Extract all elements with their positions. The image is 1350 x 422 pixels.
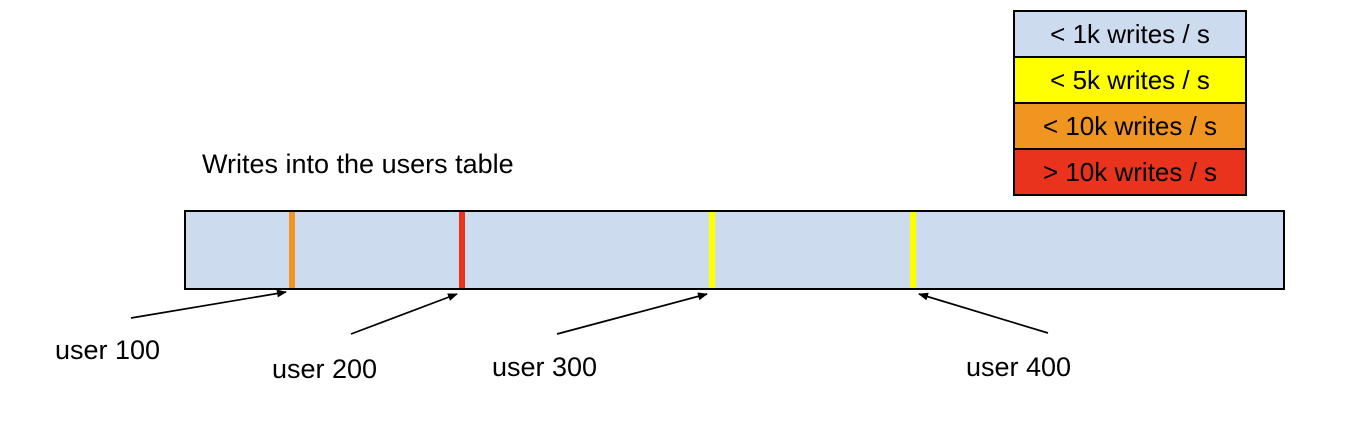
- user-200-marker-stripe: [459, 212, 465, 288]
- user-400-marker-stripe: [910, 212, 916, 288]
- diagram-title: Writes into the users table: [202, 149, 514, 179]
- user-200-label: user 200: [272, 354, 378, 384]
- legend-item-lt-10k: < 10k writes / s: [1013, 102, 1247, 150]
- arrow-user-400: [918, 292, 1049, 334]
- users-table-bar: [184, 210, 1285, 290]
- arrow-user-200: [350, 293, 458, 335]
- user-300-label: user 300: [492, 352, 598, 382]
- user-300-marker-stripe: [709, 212, 715, 288]
- legend-item-gt-10k: > 10k writes / s: [1013, 148, 1247, 196]
- legend-item-lt-5k: < 5k writes / s: [1013, 56, 1247, 104]
- legend: < 1k writes / s < 5k writes / s < 10k wr…: [1013, 10, 1247, 196]
- user-100-marker-stripe: [289, 212, 295, 288]
- user-100-label: user 100: [55, 335, 161, 365]
- legend-item-lt-1k: < 1k writes / s: [1013, 10, 1247, 58]
- arrow-user-300: [556, 292, 708, 335]
- user-400-label: user 400: [966, 352, 1072, 382]
- arrow-user-100: [130, 289, 287, 319]
